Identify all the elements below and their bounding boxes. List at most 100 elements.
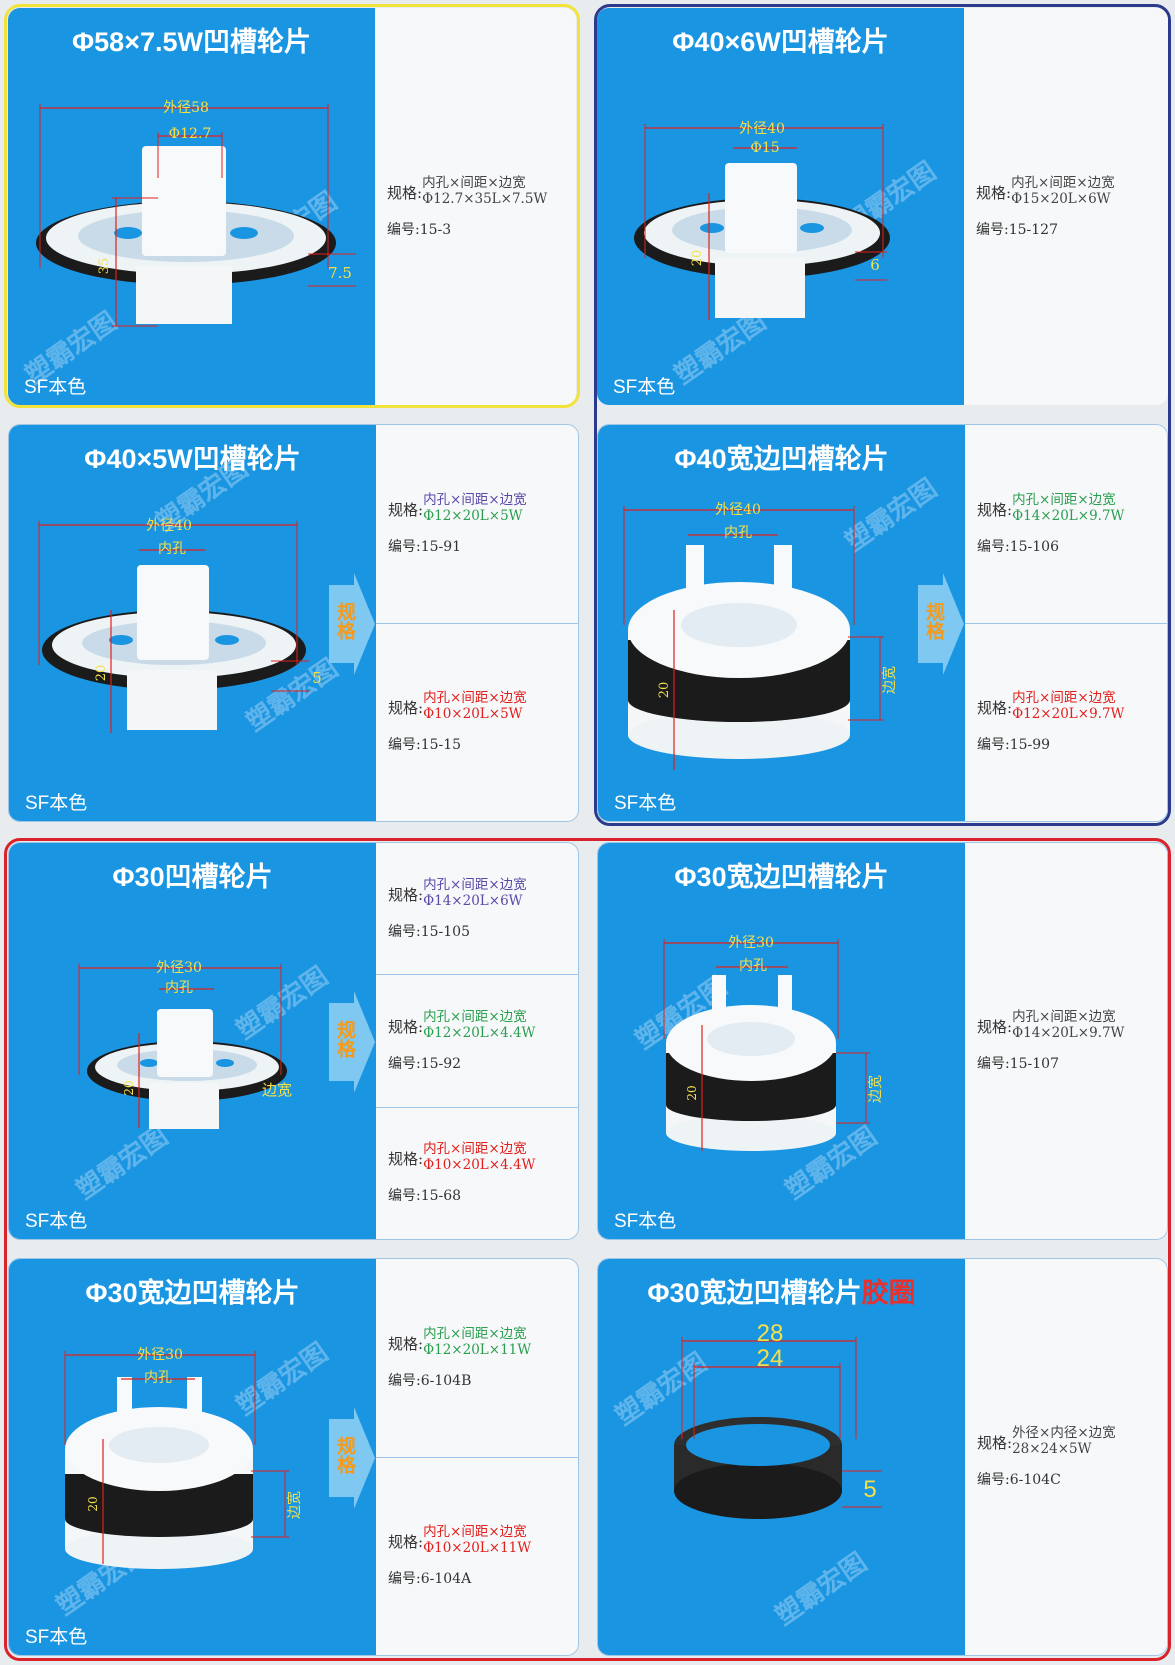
spec-label: 规格:: [976, 183, 1012, 202]
dim-height: 20: [122, 1080, 136, 1095]
dim-inner: 内孔: [724, 525, 752, 541]
color-label: SF本色: [25, 793, 88, 814]
dim-height: 20: [94, 665, 109, 682]
spec-header: 外径×内径×边宽: [1012, 1425, 1116, 1441]
spec-value: Φ12×20L×11W: [423, 1341, 532, 1358]
spec-value: 28×24×5W: [1012, 1441, 1092, 1457]
spec-label: 规格:: [388, 699, 424, 718]
dim-width: 边宽: [867, 1075, 884, 1103]
spec-value: Φ10×20L×4.4W: [423, 1157, 536, 1174]
product-title: Φ58×7.5W凹槽轮片: [72, 27, 311, 57]
spec-header: 内孔×间距×边宽: [423, 690, 527, 707]
product-card-1: 塑霸宏图 塑霸宏图 外径58 Φ12.7 35 7.5: [8, 8, 576, 405]
part-number: 编号:15-127: [976, 221, 1058, 238]
part-number: 编号:15-91: [388, 538, 462, 555]
product-title: Φ30宽边凹槽轮片: [85, 1278, 300, 1308]
part-number: 编号:6-104A: [388, 1571, 472, 1588]
spec-header: 内孔×间距×边宽: [423, 1325, 527, 1342]
dim-width: 6: [870, 256, 880, 274]
group-frame-yellow: [4, 4, 580, 408]
spec-arrow-label: 规格: [923, 601, 945, 641]
product-card-7: 塑霸宏图 塑霸宏图 外径30 内孔 20 边宽 规格 Φ30宽边凹: [8, 1258, 579, 1656]
product-card-3: 塑霸宏图 塑霸宏图 外径40 内孔 20 5 规格 Φ40×5W凹槽轮片 SF本…: [8, 424, 579, 822]
dim-outer: 外径30: [728, 935, 774, 951]
dim-width: 边宽: [881, 666, 898, 694]
dim-inner: 内孔: [739, 958, 767, 974]
spec-label: 规格:: [977, 500, 1013, 519]
color-label: SF本色: [24, 377, 87, 398]
dim-inner: Φ12.7: [169, 126, 212, 142]
dim-width: 边宽: [262, 1081, 292, 1099]
product-card-5: 塑霸宏图 塑霸宏图 外径30 内孔 20 边宽 规格 Φ30凹槽轮片 SF本色: [8, 842, 579, 1240]
dim-width: 边宽: [286, 1491, 303, 1519]
product-photo-panel: 塑霸宏图 塑霸宏图 外径40 Φ15 20 6 Φ40×6W凹槽轮片 SF本色: [597, 8, 964, 405]
dim-inner: 内孔: [165, 980, 193, 996]
dim-height: 20: [86, 1496, 100, 1511]
spec-value: Φ15×20L×6W: [1011, 190, 1111, 207]
spec-label: 规格:: [388, 1334, 424, 1353]
dim-outer: 外径40: [146, 518, 192, 534]
product-title: Φ30凹槽轮片: [112, 862, 273, 892]
spec-arrow-label: 规格: [334, 1435, 356, 1475]
spec-label: 规格:: [387, 183, 423, 202]
product-title: Φ30宽边凹槽轮片胶圈: [598, 1271, 965, 1310]
spec-header: 内孔×间距×边宽: [1012, 690, 1116, 707]
spec-header: 内孔×间距×边宽: [423, 1141, 527, 1158]
spec-value: Φ10×20L×11W: [423, 1540, 532, 1557]
groove-wheel-image: 外径40 Φ15 20 6: [634, 121, 890, 320]
spec-arrow-label: 规格: [334, 1019, 356, 1059]
spec-header: 内孔×间距×边宽: [423, 1524, 527, 1541]
product-title: Φ40宽边凹槽轮片: [674, 444, 889, 474]
part-number: 编号:15-106: [977, 538, 1059, 555]
product-title-highlight: 胶圈: [861, 1278, 916, 1308]
part-number: 编号:15-15: [388, 737, 462, 754]
color-label: SF本色: [25, 1627, 88, 1648]
product-photo-panel: 塑霸宏图 塑霸宏图 外径30 内孔 20 边宽 规格 Φ30凹槽轮片 SF本色: [9, 843, 376, 1239]
spec-label: 规格:: [388, 885, 424, 904]
dim-width: 7.5: [328, 264, 352, 282]
dim-width: 5: [312, 669, 322, 687]
spec-value: Φ12×20L×5W: [423, 507, 523, 524]
spec-header: 内孔×间距×边宽: [423, 1008, 527, 1025]
dim-inner: Φ15: [750, 140, 779, 156]
groove-wheel-image: 外径58 Φ12.7 35 7.5: [36, 100, 356, 327]
product-photo-panel: 塑霸宏图 塑霸宏图 外径40 内孔 20 边宽 规格 Φ40宽边凹: [598, 425, 965, 821]
part-number: 编号:6-104B: [388, 1372, 472, 1389]
part-number: 编号:15-3: [387, 221, 452, 238]
spec-arrow-label: 规格: [334, 601, 356, 641]
color-label: SF本色: [25, 1211, 88, 1232]
spec-header: 内孔×间距×边宽: [1012, 1009, 1116, 1025]
color-label: SF本色: [613, 377, 676, 398]
spec-header: 内孔×间距×边宽: [1012, 491, 1116, 508]
part-number: 编号:15-99: [977, 737, 1051, 754]
product-title-text: Φ30宽边凹槽轮片: [647, 1278, 862, 1308]
product-title: Φ40×5W凹槽轮片: [84, 444, 301, 474]
spec-value: Φ10×20L×5W: [423, 706, 523, 723]
spec-label: 规格:: [977, 1018, 1013, 1036]
spec-value: Φ12.7×35L×7.5W: [422, 190, 548, 207]
spec-value: Φ14×20L×6W: [423, 892, 523, 909]
product-photo-panel: 塑霸宏图 塑霸宏图 外径40 内孔 20 5 规格 Φ40×5W凹槽轮片 SF本…: [9, 425, 376, 821]
spec-value: Φ12×20L×4.4W: [423, 1024, 536, 1041]
spec-label: 规格:: [388, 1017, 424, 1036]
dim-inner: 内孔: [144, 1370, 172, 1386]
dim-inner: 24: [757, 1345, 784, 1372]
wide-groove-wheel-image: 外径30 内孔 20 边宽 规格: [64, 1347, 375, 1569]
spec-value: Φ14×20L×9.7W: [1012, 1025, 1125, 1041]
spec-header: 内孔×间距×边宽: [423, 491, 527, 508]
wide-groove-wheel-image: 外径30 内孔 20 边宽: [663, 935, 884, 1151]
spec-header: 内孔×间距×边宽: [422, 174, 526, 191]
product-photo-panel: 塑霸宏图 塑霸宏图 外径30 内孔 20 边宽 Φ30宽边凹槽轮片 SF本色: [598, 843, 965, 1239]
